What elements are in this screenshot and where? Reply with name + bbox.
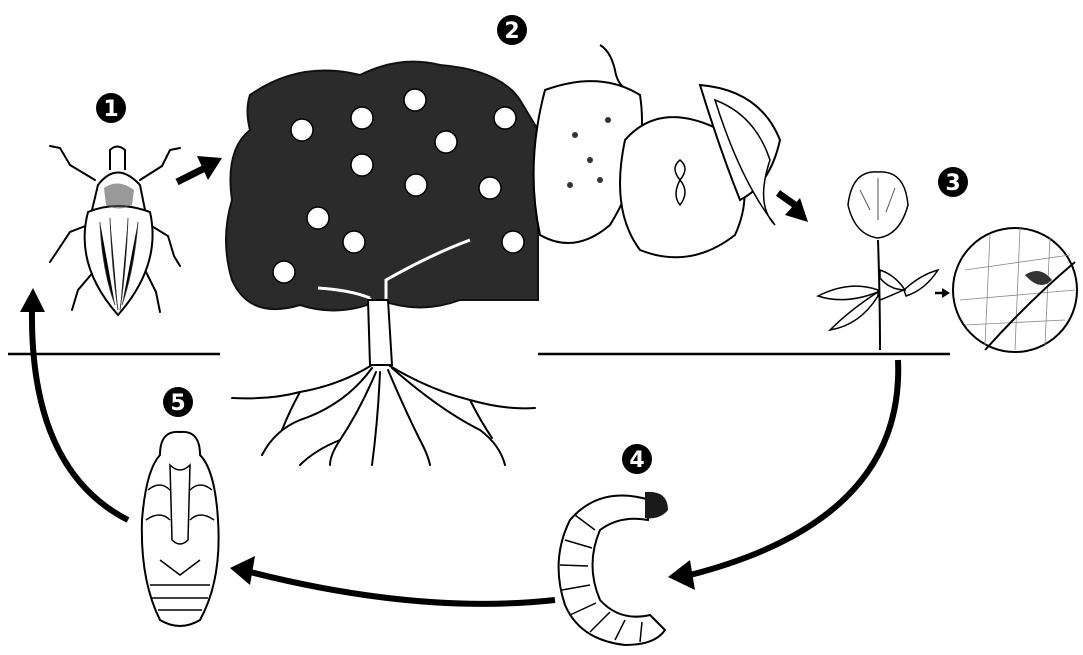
arrow-stage-4-to-5 <box>230 556 555 604</box>
svg-text:1: 1 <box>103 97 118 122</box>
adult-weevil-illustration <box>50 146 180 315</box>
stage-4-badge: 4 <box>622 444 652 474</box>
arrow-stage-5-to-1 <box>20 288 128 520</box>
arrow-stage-2-to-3 <box>778 193 808 222</box>
arrow-stage-3-to-4 <box>668 360 898 590</box>
stage-2-badge: 2 <box>497 15 527 45</box>
svg-text:4: 4 <box>629 448 644 473</box>
svg-text:2: 2 <box>504 19 519 44</box>
clover-plant-illustration <box>818 172 938 350</box>
pupa-illustration <box>142 432 219 626</box>
stage-1-badge: 1 <box>96 93 126 123</box>
arrow-stage-1-to-2 <box>177 156 222 182</box>
stage-5-badge: 5 <box>163 387 193 417</box>
larva-illustration <box>559 492 668 645</box>
svg-text:5: 5 <box>170 391 185 416</box>
leaf-damage-detail-illustration <box>953 228 1077 352</box>
damaged-apple-illustration <box>534 45 780 257</box>
apple-tree-illustration <box>226 62 538 465</box>
stage-3-badge: 3 <box>938 167 968 197</box>
svg-text:3: 3 <box>945 171 960 196</box>
arrow-to-leaf-detail <box>935 288 950 298</box>
